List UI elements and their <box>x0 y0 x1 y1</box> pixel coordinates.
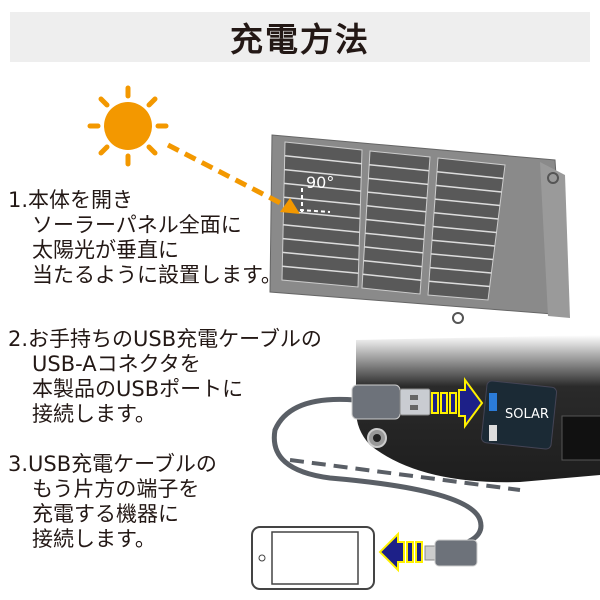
step-line: 接続します。 <box>32 402 156 426</box>
panel-cell-line <box>284 155 362 165</box>
panel-cell-line <box>429 266 492 274</box>
step-line: ソーラーパネル全面に <box>32 213 242 237</box>
sun-icon <box>87 85 169 167</box>
panel-cell-line <box>284 182 361 192</box>
panel-cell-line <box>363 259 423 268</box>
step-1: 1.本体を開き ソーラーパネル全面に 太陽光が垂直に 当たるように設置します。 <box>8 188 282 288</box>
panel-cell-line <box>282 265 359 275</box>
step-line: 1.本体を開き <box>8 188 134 212</box>
usb-controller <box>480 380 558 450</box>
panel-cell-line <box>366 205 427 213</box>
panel-cell-line <box>362 273 422 282</box>
connect-arrow-icon <box>378 531 423 573</box>
panel-cell-line <box>435 184 502 193</box>
panel-cell-line <box>428 280 490 288</box>
panel-cell-line <box>436 170 504 180</box>
panel-cell-line <box>434 198 500 207</box>
panel-cell-line <box>367 191 428 199</box>
title-bar: 充電方法 <box>10 12 590 62</box>
panel-cell-line <box>368 177 429 186</box>
panel-cell-line <box>364 246 424 254</box>
angle-label: 90° <box>306 173 334 192</box>
panel-cell-line <box>365 218 426 227</box>
step-3: 3.USB充電ケーブルの もう片方の端子を 充電する機器に 接続します。 <box>8 452 217 552</box>
panel-cell-line <box>282 237 360 247</box>
panel-cell-line <box>283 196 361 206</box>
step-line: 当たるように設置します。 <box>32 263 282 287</box>
device-label: SOLAR <box>505 407 549 422</box>
insert-arrow-icon <box>431 376 484 430</box>
panel-cell-line <box>433 212 499 220</box>
solar-panel <box>269 134 570 324</box>
step-line: 接続します。 <box>32 527 156 551</box>
angle-marker: 90° <box>299 173 334 213</box>
panel-cell-line <box>432 225 497 234</box>
smartphone <box>251 526 375 590</box>
step-line: もう片方の端子を <box>32 477 200 501</box>
usb-a-plug <box>351 384 431 420</box>
step-line: 2.お手持ちのUSB充電ケーブルの <box>8 327 322 351</box>
panel-cell-line <box>283 224 360 233</box>
step-line: 太陽光が垂直に <box>32 238 179 262</box>
panel-cell-line <box>284 168 362 179</box>
step-line: 充電する機器に <box>32 502 179 526</box>
step-line: 3.USB充電ケーブルの <box>8 452 217 476</box>
sunlight-arrow <box>166 142 300 214</box>
panel-cell-line <box>431 239 495 247</box>
micro-usb-plug <box>424 539 478 567</box>
step-line: 本製品のUSBポートに <box>32 377 244 401</box>
panel-cell-line <box>369 163 430 172</box>
panel-cell-line <box>282 251 359 261</box>
step-2: 2.お手持ちのUSB充電ケーブルの USB-Aコネクタを 本製品のUSBポートに… <box>8 327 322 427</box>
panel-cell-line <box>365 232 425 240</box>
panel-cell-line <box>430 253 494 261</box>
step-line: USB-Aコネクタを <box>32 352 201 376</box>
usb-cable <box>271 396 521 553</box>
page-title: 充電方法 <box>230 20 370 59</box>
